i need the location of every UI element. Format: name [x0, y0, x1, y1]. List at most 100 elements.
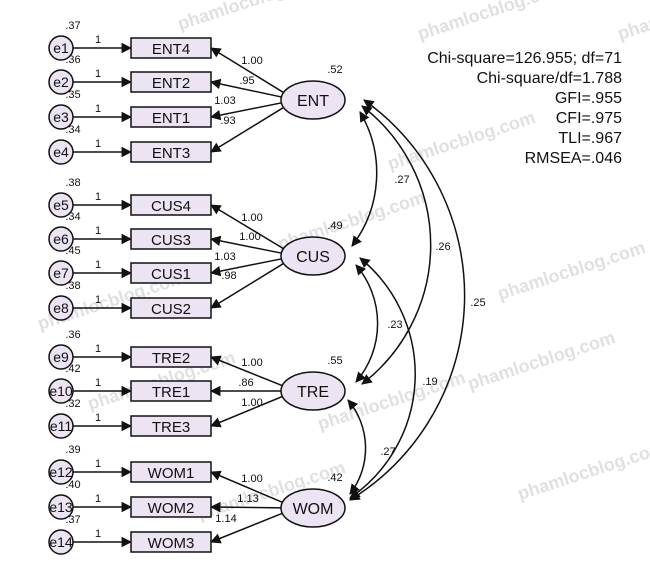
- indicator-label: WOM3: [148, 535, 195, 552]
- covariance-label: .27: [380, 446, 395, 458]
- error-path-weight: 1: [95, 103, 101, 115]
- factor-loading-label: 1.00: [239, 231, 260, 243]
- error-variance-label: .36: [65, 329, 80, 341]
- error-variance-label: .32: [65, 398, 80, 410]
- watermark-text: phamlocblog.com: [515, 437, 650, 504]
- error-variance-label: .37: [65, 514, 80, 526]
- error-term-label: e14: [49, 534, 73, 550]
- indicator-box: [130, 37, 212, 59]
- factor-loading-label: 1.13: [237, 493, 258, 505]
- error-path-weight: 1: [95, 294, 101, 306]
- error-variance-label: .36: [65, 54, 80, 66]
- fit-rmsea: RMSEA=.046: [524, 150, 622, 167]
- covariance-arc: [349, 99, 466, 501]
- covariance-label: .27: [394, 174, 409, 186]
- error-term-circle: [48, 69, 74, 95]
- indicator-box: [130, 262, 212, 284]
- factor-variance-label: .42: [327, 472, 342, 484]
- covariance-arc: [361, 105, 432, 385]
- error-variance-label: .38: [65, 177, 80, 189]
- latent-factor-label: TRE: [297, 384, 329, 401]
- error-term-label: e11: [50, 418, 73, 434]
- factor-variance-label: .52: [327, 64, 342, 76]
- loading-path-arrow: [210, 47, 284, 93]
- loading-path-arrow: [209, 501, 284, 513]
- loading-path-arrow: [209, 78, 284, 99]
- watermark-text: phamlocblog.com: [615, 0, 650, 44]
- loading-path-arrow: [210, 107, 284, 153]
- factor-loading-label: 1.00: [241, 397, 262, 409]
- indicator-label: WOM2: [148, 500, 195, 517]
- factor-variance-label: .49: [327, 220, 342, 232]
- indicator-box: [130, 141, 212, 163]
- latent-factor-label: CUS: [296, 249, 330, 266]
- factor-loading-label: .95: [239, 75, 254, 87]
- error-term-circle: [48, 378, 74, 404]
- indicator-label: ENT4: [152, 41, 190, 58]
- fit-cfi: CFI=.975: [555, 110, 622, 127]
- error-term-circle: [48, 529, 74, 555]
- error-variance-label: .35: [65, 89, 80, 101]
- indicator-label: TRE3: [152, 419, 190, 436]
- error-term-label: e4: [53, 144, 69, 160]
- watermark-text: phamlocblog.com: [465, 327, 618, 394]
- loading-path-arrow: [210, 204, 284, 249]
- indicator-box: [130, 415, 212, 437]
- error-term-circle: [48, 494, 74, 520]
- latent-factor-label: ENT: [297, 93, 329, 110]
- error-variance-label: .38: [65, 280, 80, 292]
- indicator-label: CUS2: [151, 301, 191, 318]
- loading-path-arrow: [210, 395, 284, 428]
- error-variance-label: .34: [65, 124, 80, 136]
- error-variance-label: .34: [65, 211, 80, 223]
- covariance-label: .19: [422, 376, 437, 388]
- error-path-weight: 1: [95, 412, 101, 424]
- error-term-label: e6: [53, 231, 69, 247]
- factor-loading-label: 1.14: [215, 513, 236, 525]
- error-term-label: e5: [53, 197, 69, 213]
- error-term-label: e8: [53, 300, 69, 316]
- error-term-label: e10: [49, 383, 73, 399]
- error-term-circle: [48, 226, 74, 252]
- indicator-box: [130, 228, 212, 250]
- indicator-box: [130, 496, 212, 518]
- latent-factor-ellipse: [280, 488, 346, 528]
- error-path-weight: 1: [95, 68, 101, 80]
- covariance-arc: [349, 257, 416, 499]
- latent-factor-label: WOM: [293, 501, 334, 518]
- loading-path-arrow: [210, 512, 284, 544]
- latent-factor-ellipse: [280, 371, 346, 411]
- error-variance-label: .45: [65, 245, 80, 257]
- error-path-weight: 1: [95, 191, 101, 203]
- indicator-box: [130, 531, 212, 553]
- indicator-label: TRE1: [152, 384, 190, 401]
- covariance-label: .26: [435, 241, 450, 253]
- error-term-label: e7: [53, 265, 69, 281]
- error-term-circle: [48, 295, 74, 321]
- error-path-weight: 1: [95, 34, 101, 46]
- error-path-weight: 1: [95, 493, 101, 505]
- factor-variance-label: .55: [327, 355, 342, 367]
- indicator-box: [130, 346, 212, 368]
- error-path-weight: 1: [95, 259, 101, 271]
- loading-path-arrow: [210, 470, 284, 504]
- fit-chi-square-df: Chi-square/df=1.788: [476, 70, 622, 87]
- error-term-circle: [48, 35, 74, 61]
- indicator-box: [130, 461, 212, 483]
- factor-loading-label: 1.03: [214, 251, 235, 263]
- error-path-weight: 1: [95, 377, 101, 389]
- error-path-weight: 1: [95, 528, 101, 540]
- indicator-box: [130, 194, 212, 216]
- indicator-label: CUS3: [151, 232, 191, 249]
- indicator-box: [130, 380, 212, 402]
- covariance-arc: [347, 399, 367, 495]
- loading-path-arrow: [209, 235, 284, 255]
- covariance-label: .23: [387, 319, 402, 331]
- loading-path-arrow: [209, 101, 284, 121]
- loading-path-arrow: [210, 263, 284, 309]
- watermark-text: phamlocblog.com: [495, 237, 648, 304]
- indicator-box: [130, 297, 212, 319]
- error-term-circle: [48, 413, 74, 439]
- error-term-circle: [48, 139, 74, 165]
